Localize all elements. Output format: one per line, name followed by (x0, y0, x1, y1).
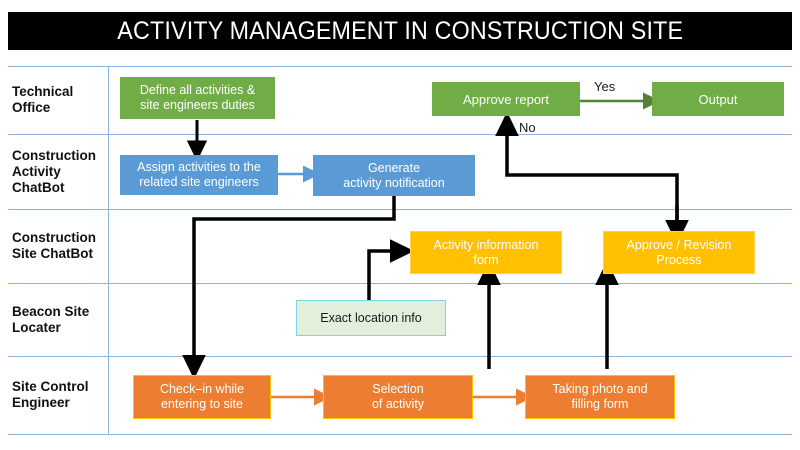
node-define-activities[interactable]: Define all activities & site engineers d… (120, 77, 275, 119)
node-selection-of-activity[interactable]: Selection of activity (323, 375, 473, 419)
page-title-bar: ACTIVITY MANAGEMENT IN CONSTRUCTION SITE (8, 12, 792, 50)
lane-label-line: Construction (12, 147, 96, 163)
node-generate-notification[interactable]: Generate activity notification (313, 155, 475, 196)
node-label-line: activity notification (343, 175, 445, 190)
lane-label-line: Office (12, 100, 51, 115)
node-taking-photo[interactable]: Taking photo and filling form (525, 375, 675, 419)
lane-label-line: Site Control (12, 379, 89, 394)
node-approve-revision-process[interactable]: Approve / Revision Process (603, 231, 755, 274)
node-label-line: form (473, 252, 499, 267)
node-label-line: Taking photo and (552, 382, 648, 396)
lane-label-divider (108, 66, 109, 434)
lane-label-construction-activity-chatbot: Construction Activity ChatBot (12, 134, 108, 209)
lane-label-line: Locater (12, 319, 61, 335)
node-label-line: Output (698, 91, 738, 107)
node-label-line: Assign activities to the (137, 160, 261, 174)
node-label-line: Check–in while (159, 382, 245, 396)
lane-divider-2 (8, 209, 792, 210)
node-exact-location-info[interactable]: Exact location info (296, 300, 446, 336)
lane-divider-bottom (8, 434, 792, 435)
lane-label-line: Technical (12, 84, 74, 99)
lane-divider-4 (8, 356, 792, 357)
node-check-in[interactable]: Check–in while entering to site (133, 375, 271, 419)
lane-label-site-control-engineer: Site Control Engineer (12, 356, 108, 434)
node-label-line: site engineers duties (140, 98, 255, 112)
node-label-line: Activity information (433, 237, 539, 252)
lane-label-line: Construction (12, 230, 96, 245)
node-output[interactable]: Output (652, 82, 784, 116)
lane-label-line: Site ChatBot (12, 246, 93, 261)
lane-label-technical-office: Technical Office (12, 66, 108, 134)
node-label-line: Approve report (463, 91, 549, 107)
node-label-line: filling form (571, 397, 629, 411)
node-label-line: Define all activities & (139, 83, 256, 97)
lane-divider-top (8, 66, 792, 67)
lane-divider-3 (8, 283, 792, 284)
lane-label-line: Activity (12, 163, 61, 179)
lane-label-line: Engineer (12, 395, 70, 410)
edge-label-no: No (519, 120, 536, 135)
node-assign-activities[interactable]: Assign activities to the related site en… (120, 155, 278, 195)
node-label-line: Selection (372, 382, 424, 396)
node-label-line: related site engineers (139, 175, 259, 189)
node-label-line: entering to site (160, 397, 243, 411)
node-approve-report[interactable]: Approve report (432, 82, 580, 116)
edge-label-yes: Yes (594, 79, 616, 94)
node-label-line: of activity (371, 397, 425, 411)
lane-label-line: ChatBot (12, 179, 65, 195)
lane-label-line: Beacon Site (12, 303, 90, 319)
node-label-line: Exact location info (320, 310, 422, 325)
page-title: ACTIVITY MANAGEMENT IN CONSTRUCTION SITE (117, 16, 683, 45)
lane-label-beacon-site-locater: Beacon Site Locater (12, 283, 108, 356)
lane-divider-1 (8, 134, 792, 135)
node-activity-information-form[interactable]: Activity information form (410, 231, 562, 274)
node-label-line: Generate (367, 160, 421, 175)
lane-label-construction-site-chatbot: Construction Site ChatBot (12, 209, 108, 283)
node-label-line: Process (656, 252, 702, 267)
node-label-line: Approve / Revision (626, 237, 732, 252)
